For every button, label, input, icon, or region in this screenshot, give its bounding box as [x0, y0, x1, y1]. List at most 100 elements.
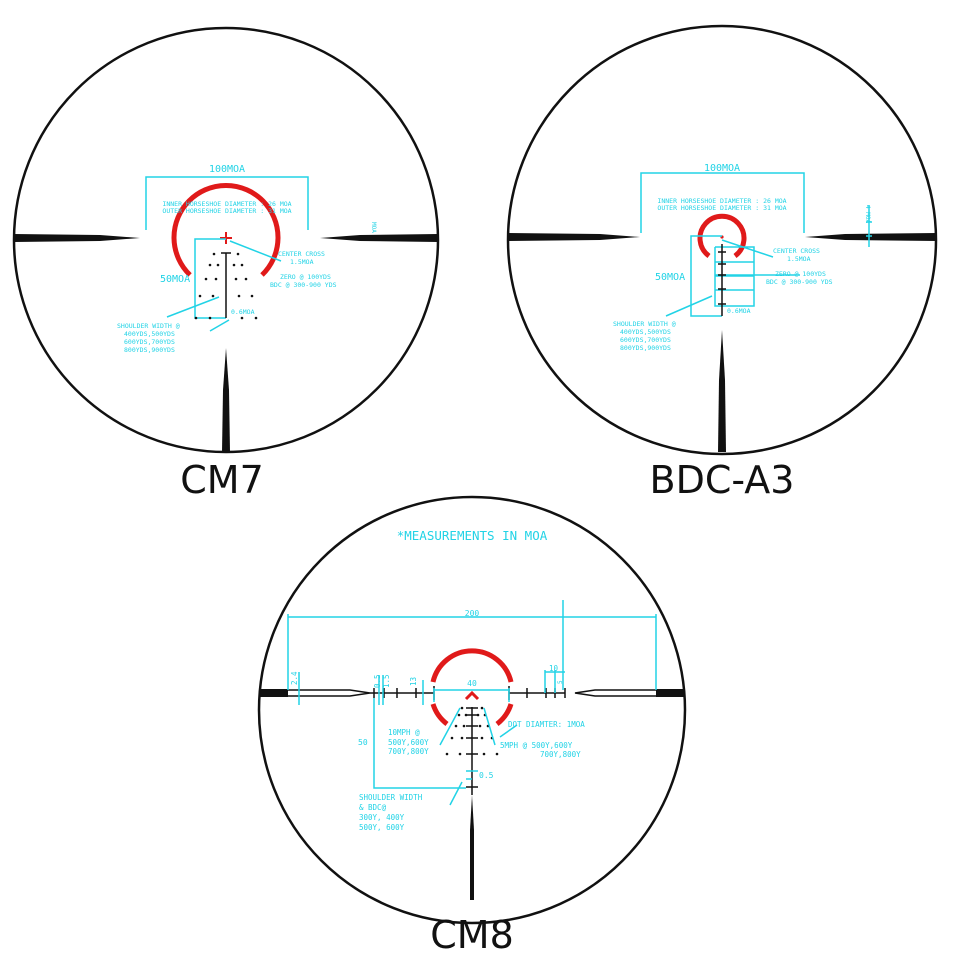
holdover-dot	[460, 706, 464, 710]
bdc-a3-bottom-post	[718, 330, 726, 452]
cm7-bdc: BDC @ 300-900 YDS	[270, 281, 337, 289]
bdc-a3-inner-diameter: INNER HORSESHOE DIAMETER : 26 MOA	[657, 197, 786, 205]
cm7-tick: 0.6MOA	[231, 308, 255, 316]
holdover-dot	[478, 724, 482, 728]
cm8-shoulder-1: & BDC@	[359, 803, 387, 812]
bdc-a3-title: BDC-A3	[650, 458, 795, 502]
holdover-dot	[480, 706, 484, 710]
cm8-d05b: 0.5	[479, 771, 494, 780]
cm7-bdc-stem	[221, 252, 231, 318]
cm7-side-label: MOA	[370, 222, 377, 233]
cm8-d05: 0.5	[373, 674, 382, 688]
cm8-dots	[445, 706, 499, 756]
holdover-dot	[236, 252, 240, 256]
holdover-dot	[194, 316, 198, 320]
cm7-center-cross	[220, 232, 232, 244]
holdover-dot	[457, 713, 461, 717]
holdover-dot	[198, 294, 202, 298]
bdc-a3-left-post	[508, 233, 640, 241]
bdc-a3-bdc-stem	[718, 244, 726, 316]
holdover-dot	[240, 263, 244, 267]
cm8-d15: 1.5	[382, 674, 391, 688]
cm8-wind5-0: 5MPH @ 500Y,600Y	[500, 741, 573, 750]
bdc-a3-shoulder-0: SHOULDER WIDTH @	[613, 320, 676, 328]
cm7-left-post	[14, 234, 140, 242]
cm7-height-label: 50MOA	[160, 274, 190, 285]
holdover-dot	[254, 316, 258, 320]
cm8-wind10-0: 10MPH @	[388, 728, 420, 737]
cm7-shoulder-3: 800YDS,900YDS	[124, 346, 175, 354]
bdc-a3-horseshoe	[697, 213, 747, 259]
cm8-shoulder-2: 300Y, 400Y	[359, 813, 405, 822]
cm8-note: *MEASUREMENTS IN MOA	[397, 528, 548, 543]
cm8-wind5-1: 700Y,800Y	[540, 750, 581, 759]
holdover-dot	[462, 724, 466, 728]
cm8-reticle: *MEASUREMENTS IN MOA 200 2.4 0.5 1.5 13 …	[257, 495, 687, 957]
cm8-right-thick-post	[656, 689, 685, 697]
cm7-bottom-post	[222, 348, 230, 452]
cm8-d13: 13	[409, 677, 418, 686]
holdover-dot	[458, 752, 462, 756]
holdover-dot	[211, 294, 215, 298]
holdover-dot	[450, 736, 454, 740]
cm8-d5: 5	[557, 680, 564, 684]
cm7-width-label: 100MOA	[209, 164, 245, 175]
holdover-dot	[476, 713, 480, 717]
bdc-a3-bdc: BDC @ 300-900 YDS	[766, 278, 833, 286]
cm8-left-thin-post	[288, 689, 371, 697]
bdc-a3-side-bracket	[866, 205, 872, 247]
cm7-center-cross-size: 1.5MOA	[290, 258, 314, 266]
holdover-dot	[214, 277, 218, 281]
bdc-a3-reticle: 100MOA INNER HORSESHOE DIAMETER : 26 MOA…	[506, 24, 938, 502]
bdc-a3-side-label: 4 MOA	[864, 205, 871, 223]
cm7-zero: ZERO @ 100YDS	[280, 273, 331, 281]
bdc-a3-center-cross-label: CENTER CROSS	[773, 247, 820, 255]
cm7-width-bracket	[145, 176, 309, 230]
bdc-a3-center-cross-size: 1.5MOA	[787, 255, 811, 263]
holdover-dot	[454, 724, 458, 728]
holdover-dot	[244, 277, 248, 281]
holdover-dot	[482, 752, 486, 756]
holdover-dot	[240, 316, 244, 320]
cm7-shoulder-2: 600YDS,700YDS	[124, 338, 175, 346]
cm8-dot-diameter: DOT DIAMTER: 1MOA	[508, 720, 585, 729]
holdover-dot	[234, 277, 238, 281]
holdover-dot	[232, 263, 236, 267]
cm8-d10: 10	[549, 664, 559, 673]
bdc-a3-outer-diameter: OUTER HORSESHOE DIAMETER : 31 MOA	[657, 204, 786, 212]
holdover-dot	[460, 736, 464, 740]
bdc-a3-right-post	[805, 233, 937, 241]
bdc-a3-width-bracket	[640, 172, 805, 233]
holdover-dot	[480, 736, 484, 740]
cm7-center-cross-label: CENTER CROSS	[278, 250, 325, 258]
cm8-right-thin-post	[574, 689, 656, 697]
cm8-post-thickness: 2.4	[290, 671, 299, 685]
cm7-reticle: 100MOA INNER HORSESHOE DIAMETER : 26 MOA…	[12, 26, 440, 502]
cm8-scope-ring	[257, 495, 687, 925]
cm8-shoulder-0: SHOULDER WIDTH	[359, 793, 423, 802]
cm7-shoulder-0: SHOULDER WIDTH @	[117, 322, 180, 330]
holdover-dot	[464, 713, 468, 717]
holdover-dot	[212, 252, 216, 256]
cm7-right-post	[320, 234, 438, 242]
cm8-horseshoe-top	[430, 648, 514, 683]
bdc-a3-tick: 0.6MOA	[727, 307, 751, 315]
cm8-d50: 50	[358, 738, 368, 747]
holdover-dot	[208, 263, 212, 267]
bdc-a3-shoulder-1: 400YDS,500YDS	[620, 328, 671, 336]
bdc-a3-width-label: 100MOA	[704, 163, 740, 174]
holdover-dot	[216, 263, 220, 267]
cm7-leaders	[166, 240, 282, 332]
cm8-width-label: 200	[465, 609, 480, 618]
bdc-a3-height-label: 50MOA	[655, 272, 685, 283]
holdover-dot	[204, 277, 208, 281]
holdover-dot	[495, 752, 499, 756]
cm8-d40: 40	[467, 679, 477, 688]
holdover-dot	[445, 752, 449, 756]
cm7-outer-diameter: OUTER HORSESHOE DIAMETER : 31 MOA	[162, 207, 291, 215]
cm8-left-thick-post	[259, 689, 288, 697]
cm7-horseshoe	[171, 182, 281, 277]
cm7-shoulder-1: 400YDS,500YDS	[124, 330, 175, 338]
